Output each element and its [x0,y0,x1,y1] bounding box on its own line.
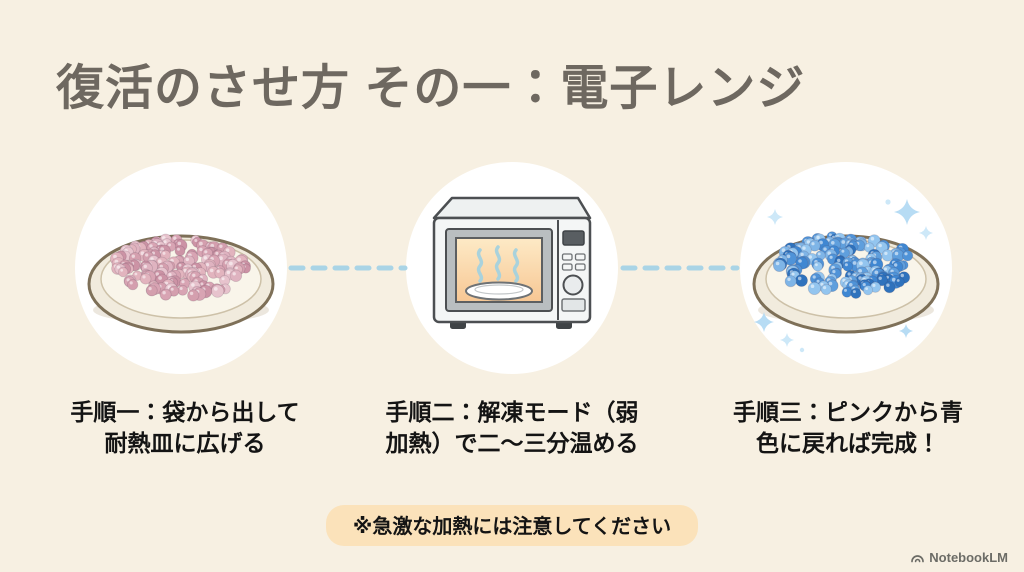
step3-caption: 手順三：ピンクから青 色に戻れば完成！ [683,397,1013,459]
sparkle-icon [754,312,774,332]
sparkle-dot [799,347,805,353]
plate-pink-beads-illustration [87,233,275,334]
step3-caption-line1: 手順三：ピンクから青 [733,399,963,425]
step1-caption: 手順一：袋から出して 耐熱皿に広げる [20,397,350,459]
step1-illustration-circle [75,162,287,374]
dial-knob [562,274,584,296]
sparkle-icon [894,199,920,225]
notebooklm-watermark: NotebookLM [910,550,1008,565]
sparkle-icon [919,226,933,240]
panel-buttons [561,253,586,271]
display-screen [562,230,585,246]
step1-caption-line2: 耐熱皿に広げる [104,430,266,456]
brand-label: NotebookLM [929,550,1008,565]
microwave-top [432,196,592,220]
pink-beads [110,233,251,302]
step1-caption-line1: 手順一：袋から出して [70,399,300,425]
microwave-plate-inner [474,284,524,295]
open-button [561,298,586,312]
step2-caption-line2: 加熱）で二〜三分温める [385,430,639,456]
sparkle-icon [767,209,783,225]
step2-caption: 手順二：解凍モード（弱 加熱）で二〜三分温める [347,397,677,459]
caution-note: ※急激な加熱には注意してください [325,505,699,546]
steam-icon [476,245,520,283]
dashed-connector [620,265,740,271]
blue-beads [772,231,914,299]
caution-note-row: ※急激な加熱には注意してください [0,505,1024,546]
page-title: 復活のさせ方 その一：電子レンジ [56,62,806,115]
step3-illustration-circle [740,162,952,374]
plate-blue-beads-illustration [752,199,940,353]
sparkle-icon [899,324,913,338]
notebooklm-logo-icon [911,555,925,563]
sparkle-icon [780,333,794,347]
sparkle-dot [885,199,891,205]
step3-caption-line2: 色に戻れば完成！ [756,430,940,456]
sparkle-icons [754,199,933,353]
dashed-connector [288,265,408,271]
step2-caption-line1: 手順二：解凍モード（弱 [385,399,639,425]
step2-illustration-circle [406,162,618,374]
microwave-illustration [432,196,592,329]
